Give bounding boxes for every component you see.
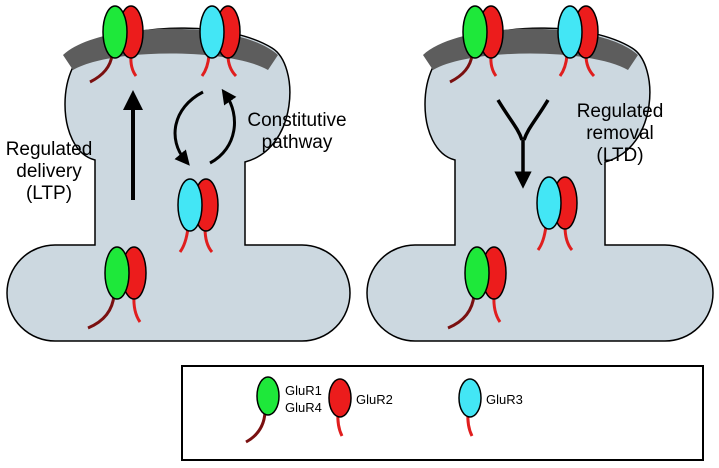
delivery-label-line-3: (LTP) [25, 183, 73, 204]
constitutive-down-arrow [173, 90, 204, 166]
constitutive-label-line-1: Constitutive [247, 110, 347, 131]
receptor-glur3-glur2-left-neck [177, 178, 219, 253]
removal-arrow [496, 99, 550, 189]
delivery-label-line-2: delivery [16, 161, 82, 182]
receptor-glur3-glur2-left-top [199, 5, 241, 78]
legend-glur1-label: GluR1 [285, 383, 322, 398]
constitutive-up-arrow [209, 88, 237, 165]
removal-label-line-2: removal [586, 123, 654, 144]
delivery-label: Regulated delivery (LTP) [0, 139, 98, 205]
removal-label-line-1: Regulated [576, 101, 664, 122]
receptor-glur1-glur2-left-shaft [87, 246, 147, 330]
receptor-glur1-glur2-right-top [449, 5, 504, 84]
legend-glur3-label: GluR3 [486, 392, 523, 407]
legend-glur1-glur4-symbol [245, 376, 280, 444]
receptor-glur3-glur2-right-neck [536, 176, 578, 251]
legend-glur4-label: GluR4 [285, 400, 322, 415]
constitutive-label: Constitutive pathway [238, 110, 356, 154]
legend-glur2-label: GluR2 [356, 392, 393, 407]
constitutive-label-line-2: pathway [261, 132, 333, 153]
delivery-label-line-1: Regulated [5, 139, 93, 160]
legend-glur2-symbol [328, 378, 352, 437]
legend-box [181, 365, 704, 461]
removal-label-line-3: (LTD) [596, 145, 644, 166]
receptor-glur3-glur2-right-top [557, 5, 599, 78]
removal-label: Regulated removal (LTD) [570, 101, 670, 167]
receptor-glur1-glur2-left-top [89, 5, 144, 84]
legend-glur3-symbol [458, 378, 482, 437]
receptor-glur1-glur2-right-shaft [447, 246, 507, 330]
